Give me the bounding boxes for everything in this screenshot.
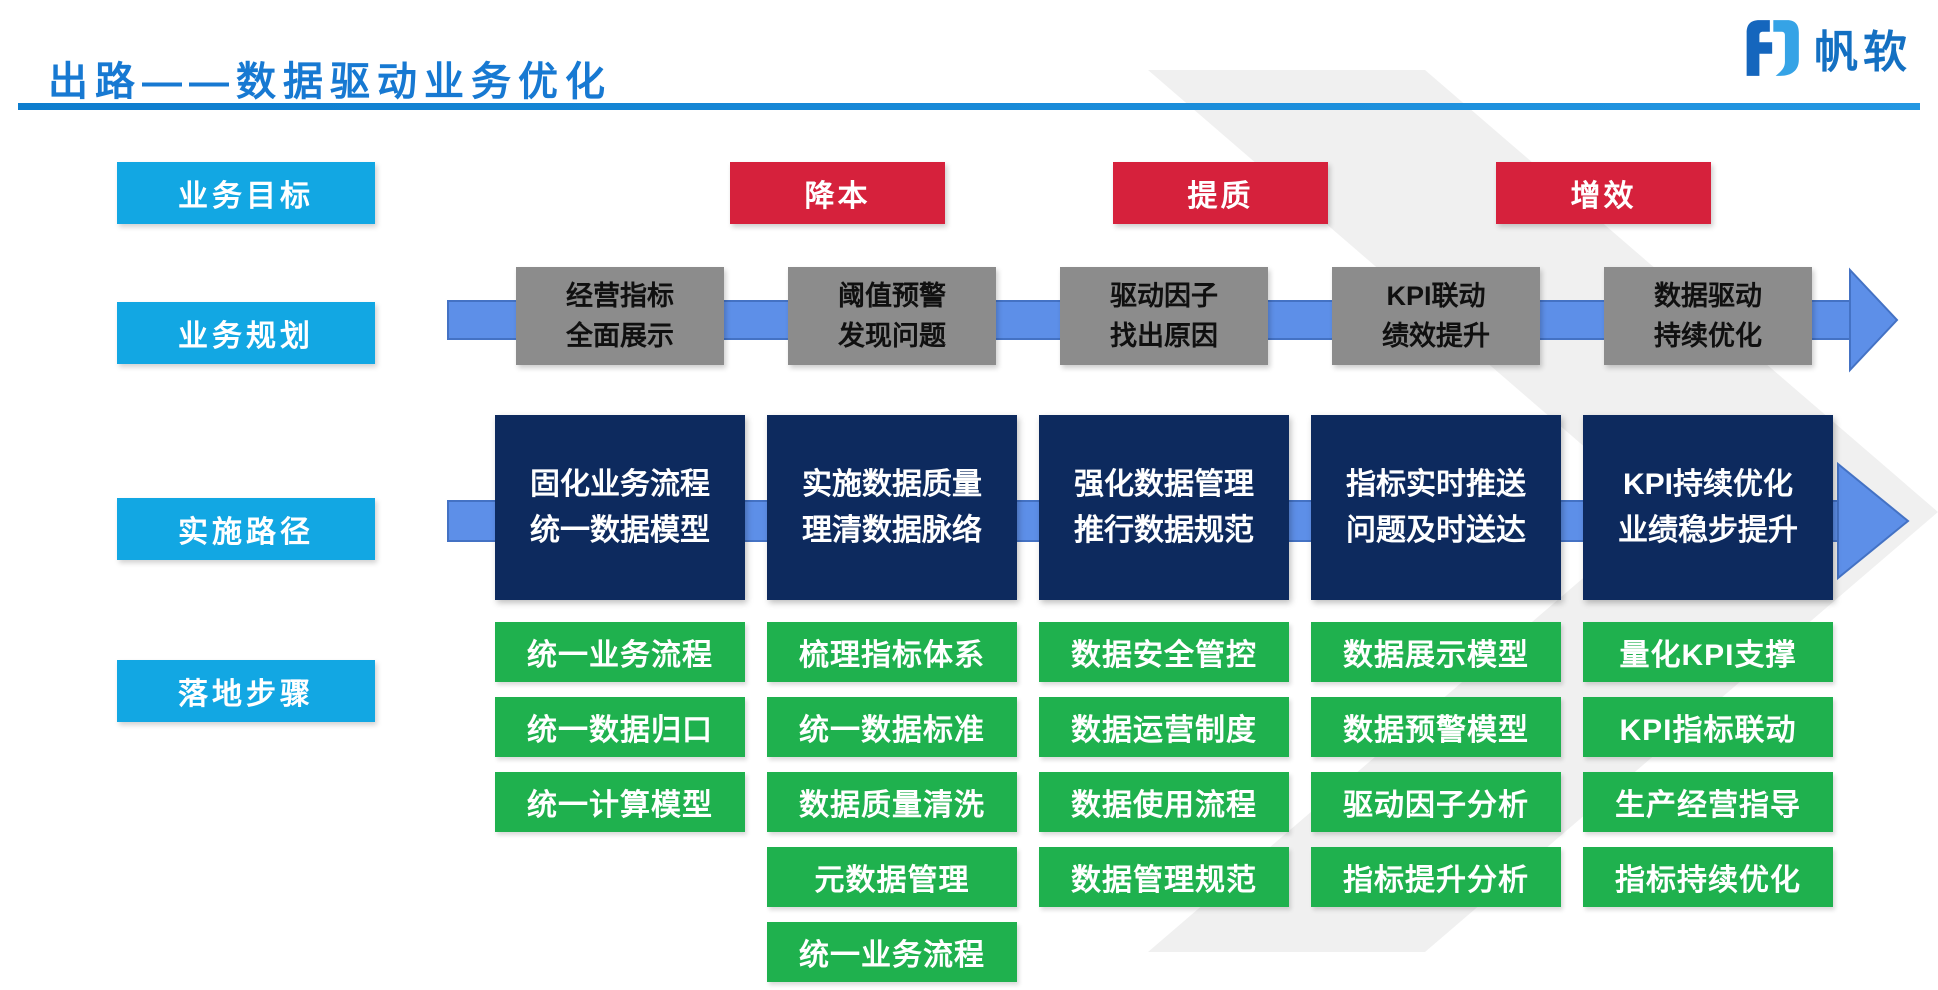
fanruan-logo-icon (1746, 20, 1799, 76)
planning-box: 数据驱动持续优化 (1604, 267, 1812, 365)
path-box: 实施数据质量理清数据脉络 (767, 415, 1017, 600)
step-box: 数据安全管控 (1039, 622, 1289, 682)
step-box: 数据管理规范 (1039, 847, 1289, 907)
step-box: 驱动因子分析 (1311, 772, 1561, 832)
step-box: 指标持续优化 (1583, 847, 1833, 907)
path-box: KPI持续优化业绩稳步提升 (1583, 415, 1833, 600)
step-box: 统一数据归口 (495, 697, 745, 757)
path-box: 强化数据管理推行数据规范 (1039, 415, 1289, 600)
row-label-business-goals: 业务目标 (117, 162, 375, 224)
fanruan-logo-text: 帆软 (1814, 28, 1912, 77)
step-box: 数据运营制度 (1039, 697, 1289, 757)
step-box: 元数据管理 (767, 847, 1017, 907)
title-divider (18, 103, 1920, 110)
path-box: 固化业务流程统一数据模型 (495, 415, 745, 600)
step-box: 数据展示模型 (1311, 622, 1561, 682)
goal-box: 增效 (1496, 162, 1711, 224)
goal-box: 提质 (1113, 162, 1328, 224)
row-label-landing-steps: 落地步骤 (117, 660, 375, 722)
step-box: 数据预警模型 (1311, 697, 1561, 757)
step-box: 量化KPI支撑 (1583, 622, 1833, 682)
step-box: 统一数据标准 (767, 697, 1017, 757)
step-box: 数据使用流程 (1039, 772, 1289, 832)
step-box: 数据质量清洗 (767, 772, 1017, 832)
step-box: 生产经营指导 (1583, 772, 1833, 832)
step-box: 统一业务流程 (767, 922, 1017, 982)
step-box: 统一业务流程 (495, 622, 745, 682)
planning-box: KPI联动绩效提升 (1332, 267, 1540, 365)
row-label-business-plan: 业务规划 (117, 302, 375, 364)
page-title: 出路——数据驱动业务优化 (48, 59, 612, 104)
planning-box: 阈值预警发现问题 (788, 267, 996, 365)
planning-box: 经营指标全面展示 (516, 267, 724, 365)
path-box: 指标实时推送问题及时送达 (1311, 415, 1561, 600)
step-box: 梳理指标体系 (767, 622, 1017, 682)
step-box: 统一计算模型 (495, 772, 745, 832)
goal-box: 降本 (730, 162, 945, 224)
step-box: KPI指标联动 (1583, 697, 1833, 757)
fanruan-logo: 帆软 (1742, 16, 1912, 80)
row-label-implementation: 实施路径 (117, 498, 375, 560)
planning-box: 驱动因子找出原因 (1060, 267, 1268, 365)
step-box: 指标提升分析 (1311, 847, 1561, 907)
